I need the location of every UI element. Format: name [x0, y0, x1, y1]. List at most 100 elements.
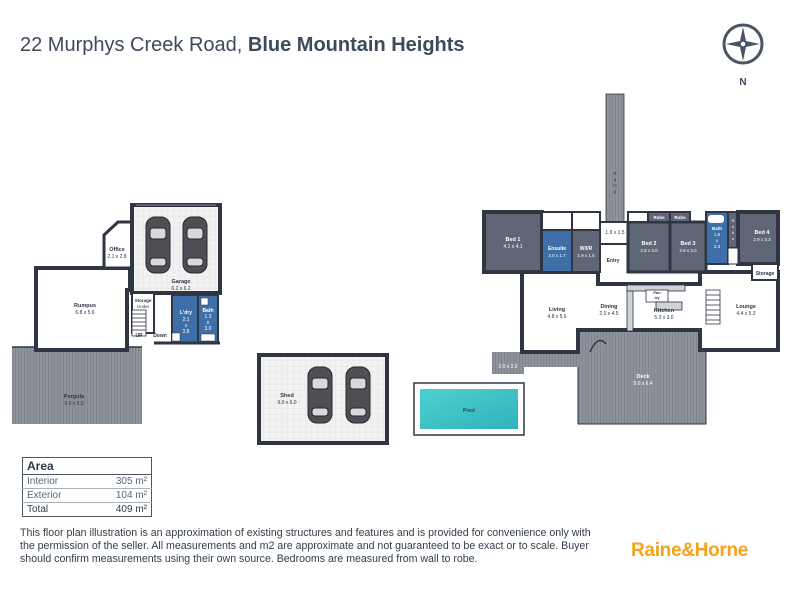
- svg-text:Pan: Pan: [653, 290, 661, 295]
- disclaimer-text: This floor plan illustration is an appro…: [20, 527, 591, 565]
- car-icon: [307, 366, 333, 424]
- address: 22 Murphys Creek Road,: [20, 34, 243, 56]
- rumpus-room: [34, 266, 132, 352]
- lounge-dims: 4.4 x 5.3: [736, 311, 755, 317]
- pool-area: Pool: [413, 382, 525, 436]
- bed2-dims: 2.8 x 3.0: [640, 248, 658, 253]
- living-label: Living: [549, 307, 565, 313]
- page-title: 22 Murphys Creek Road, Blue Mountain Hei…: [20, 34, 465, 57]
- upper-bath-label: Bath: [712, 226, 722, 231]
- office-dims: 2.1 x 2.8: [107, 254, 126, 260]
- total-row: Total 409 m²: [22, 502, 152, 517]
- office-room: [102, 220, 134, 270]
- bed2-room: [626, 220, 672, 274]
- lounge-label: Lounge: [736, 304, 756, 310]
- porch-dims: 2.0 x 2.0: [498, 364, 517, 370]
- bed2-label: Bed 2: [642, 241, 657, 247]
- svg-text:a: a: [614, 177, 617, 182]
- ensuite-dims: 2.0 x 1.7: [548, 253, 566, 258]
- bed4-room: [736, 210, 780, 266]
- pergola-deck: [12, 347, 142, 424]
- entry-label: Entry: [607, 258, 620, 264]
- table-row: Exterior 104 m²: [22, 488, 152, 503]
- wir-dims: 1.9 x 1.6: [577, 253, 595, 258]
- bed1-label: Bed 1: [506, 237, 521, 243]
- garage-label: Garage: [172, 279, 191, 285]
- robe-2: [669, 211, 691, 223]
- dining-dims: 2.0 x 4.5: [599, 311, 618, 317]
- svg-text:x: x: [716, 238, 719, 243]
- svg-text:o: o: [732, 224, 735, 229]
- living-dims: 4.8 x 5.6: [547, 314, 566, 320]
- up-label: UP: [136, 333, 144, 339]
- brand-logo: Raine&Horne: [631, 540, 749, 561]
- table-row: Interior 305 m²: [22, 474, 152, 489]
- rumpus-dims: 6.8 x 5.6: [75, 310, 94, 316]
- deck-dims: 9.0 x 6.4: [633, 381, 652, 387]
- lower-level: Office 2.1 x 2.8 Garage 6.2 x 6.2 Rumpus…: [12, 203, 222, 424]
- bed3-label: Bed 3: [681, 241, 696, 247]
- lower-bath-label: Bath: [202, 308, 213, 314]
- storage-under-label: Storage: [135, 298, 152, 303]
- storage-label: Storage: [756, 271, 775, 277]
- svg-text:e: e: [732, 236, 735, 241]
- garage-dims: 6.2 x 6.2: [171, 286, 190, 292]
- bed1-dims: 4.1 x 4.1: [503, 244, 522, 250]
- wir-label: W/I/R: [580, 246, 593, 252]
- floor-plan: Office 2.1 x 2.8 Garage 6.2 x 6.2 Rumpus…: [12, 93, 780, 445]
- car-icon: [345, 366, 371, 424]
- svg-text:b: b: [732, 230, 735, 235]
- svg-text:p: p: [614, 189, 617, 194]
- svg-text:3.0: 3.0: [205, 326, 212, 332]
- kitchen-label: Kitchen: [654, 308, 675, 314]
- pergola-dims: 9.0 x 5.0: [64, 401, 83, 407]
- stairs-icon: [131, 309, 147, 337]
- svg-text:x: x: [207, 320, 210, 326]
- bed4-label: Bed 4: [755, 230, 771, 236]
- down-label: Down: [153, 333, 167, 339]
- north-label: N: [739, 77, 746, 88]
- rumpus-label: Rumpus: [74, 303, 96, 309]
- area-title: Area: [22, 457, 152, 475]
- svg-text:1.6: 1.6: [714, 232, 721, 237]
- shed-label: Shed: [280, 393, 293, 399]
- suburb: Blue Mountain Heights: [247, 34, 465, 56]
- deck-label: Deck: [636, 374, 650, 380]
- bed3-room: [668, 220, 708, 274]
- pergola-label: Pergola: [64, 394, 85, 400]
- svg-text:3.8: 3.8: [183, 329, 190, 335]
- north-compass-icon: N: [722, 23, 764, 88]
- car-icon: [145, 216, 171, 274]
- porch: [492, 352, 524, 374]
- shed-building: Shed 9.0 x 6.0: [257, 353, 389, 445]
- svg-text:x: x: [185, 323, 188, 329]
- robe1-label: Robe: [653, 215, 665, 220]
- svg-text:try: try: [654, 295, 660, 300]
- stairs-icon: [705, 289, 721, 325]
- kitchen-dims: 5.3 x 3.0: [654, 315, 673, 321]
- toilet-icon: [200, 297, 209, 306]
- bathtub-icon: [708, 215, 724, 223]
- car-icon: [182, 216, 208, 274]
- hall-dims: 1.9 x 1.5: [605, 230, 624, 236]
- area-table: Area Interior 305 m² Exterior 104 m² Tot…: [22, 457, 152, 517]
- shed-dims: 9.0 x 6.0: [277, 400, 296, 406]
- ramp: [605, 93, 625, 223]
- pool-label: Pool: [463, 408, 475, 414]
- upper-level: R a m p: [482, 93, 780, 425]
- bed4-dims: 2.9 x 3.3: [753, 237, 771, 242]
- office-label: Office: [109, 247, 125, 253]
- svg-text:2.1: 2.1: [183, 317, 190, 323]
- ensuite-label: Ensuite: [548, 246, 566, 252]
- svg-text:1.3: 1.3: [205, 314, 212, 320]
- washer-icon: [171, 332, 181, 342]
- kitchen-island: [655, 301, 683, 311]
- storage-under-sub: Under: [137, 304, 150, 309]
- svg-text:R: R: [732, 218, 735, 223]
- svg-text:m: m: [613, 183, 617, 188]
- wir-room: [571, 229, 601, 273]
- dining-label: Dining: [600, 304, 617, 310]
- storage-room: [751, 263, 779, 281]
- svg-text:R: R: [613, 171, 617, 176]
- svg-text:3.3: 3.3: [714, 244, 721, 249]
